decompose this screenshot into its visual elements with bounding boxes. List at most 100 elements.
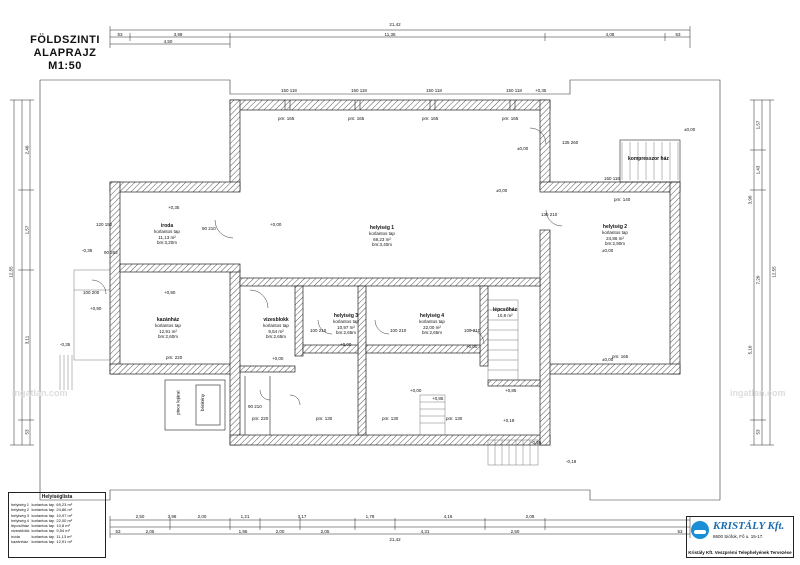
bottom-dim-r2-2: 2,05 [145, 529, 155, 534]
watermark-right: ingatlan.com [730, 388, 786, 398]
level-mark: ±0,00 [684, 127, 696, 132]
legend-area: 9,54 m² [56, 528, 70, 534]
door-mark: 100 200 [83, 290, 100, 295]
left-dimension-1: 2,40 [24, 145, 30, 155]
level-mark: +0,85 [432, 396, 444, 401]
room-height: bm:2,90m [604, 240, 626, 246]
legend-floor: korlantos tap [31, 507, 55, 513]
level-mark: +0,18 [503, 418, 515, 423]
level-mark: +0,00 [410, 388, 422, 393]
left-entry-steps [59, 269, 111, 390]
door-swings [91, 127, 563, 406]
room-area: 22,00 m² [423, 324, 441, 330]
right-overall-dimension: 12,55 [771, 266, 777, 278]
room-floor: korlantos tap [263, 323, 289, 329]
left-dimension-4: 53 [24, 429, 30, 435]
room-kazanhaz: kazánház korlantos tap 12,91 m² bm:2,60m [155, 317, 181, 339]
level-mark: ±0,00 [602, 357, 614, 362]
room-helyiseg-3: helyiség 3 korlantos tap 10,97 m² bm:2,6… [333, 313, 359, 335]
top-overall-dimension: 21,42 [389, 22, 401, 27]
legend-name: helyiség 4 [11, 517, 30, 523]
room-area: 10,8 m² [497, 313, 513, 319]
bottom-dim-r2-8: 53 [677, 529, 683, 534]
level-mark: ±0,00 [602, 248, 614, 253]
room-iroda: iroda korlantos tap 11,13 m² bm:3,20m [154, 223, 180, 245]
pm-mark: pm: 130 [382, 416, 399, 421]
door-mark: 135 260 [562, 140, 579, 145]
window-mark: 150 118 [281, 88, 297, 93]
window-mark: 150 118 [351, 88, 367, 93]
bottom-dim-r1-1: 2,50 [135, 514, 145, 519]
left-dimension-2: 1,57 [24, 225, 30, 235]
plan-title: FÖLDSZINTI ALAPRAJZ M1:50 [30, 34, 100, 73]
bottom-dim-r2-3: 1,95 [238, 529, 248, 534]
legend-floor: korlantos tap [31, 517, 55, 523]
bottom-dim-r2-6: 4,31 [420, 529, 430, 534]
legend-name: helyiség 1 [11, 502, 30, 507]
level-mark: +0,90 [164, 290, 176, 295]
right-dimension-6: 53 [755, 429, 761, 435]
company-project: Kristály Kft. Veszprémi Telephelyének Te… [688, 550, 792, 555]
legend-heading: Helyiséglista [41, 494, 73, 500]
top-dimension-3: 11,35 [384, 32, 396, 37]
plan-title-line3: M1:50 [48, 60, 82, 72]
legend-name: iroda [11, 533, 20, 539]
room-height: bm:3,40m [371, 241, 393, 247]
room-floor: korlantos tap [154, 229, 180, 235]
room-height: bm:2,65m [265, 333, 287, 339]
room-floor: korlantos tap [419, 319, 445, 325]
stairs [419, 299, 539, 466]
level-mark: ±0,00 [496, 188, 508, 193]
room-area: 10,97 m² [337, 324, 355, 330]
bottom-dim-r1-3: 2,00 [197, 514, 207, 519]
room-name: kazánház [156, 317, 180, 323]
window-mark: 150 118 [506, 88, 522, 93]
door-mark: 100 210 [310, 328, 327, 333]
left-dimension-3: 3,11 [24, 335, 30, 345]
compressor-block [619, 139, 681, 183]
room-area: 69,23 m² [373, 236, 391, 242]
pince-area [164, 376, 271, 435]
door-mark: 120 152 [96, 222, 113, 227]
company-logo-icon [691, 521, 709, 539]
door-mark: 100 210 [464, 328, 481, 333]
room-floor: korlantos tap [602, 230, 628, 236]
legend-floor: korlantos tap [31, 539, 55, 545]
level-mark: -0,35 [82, 248, 93, 253]
door-mark: 90 210 [248, 404, 262, 409]
room-helyiseg-4: helyiség 4 korlantos tap 22,00 m² bm:2,6… [419, 313, 445, 335]
pm-mark: pm: 165 [278, 116, 295, 121]
level-mark: +0,90 [90, 306, 102, 311]
room-floor: korlantos tap [369, 231, 395, 237]
company-title-block: KRISTÁLY Kft. 8600 Siófok, Fő u. 15-17. … [686, 516, 794, 558]
bottom-dim-r2-1: 53 [115, 529, 121, 534]
compressor-label: kompresszor ház [628, 156, 669, 162]
bottom-dim-r1-8: 2,08 [525, 514, 535, 519]
room-area: 24,86 m² [606, 235, 624, 241]
pm-mark: pm: 130 [316, 416, 333, 421]
room-name: iroda [160, 223, 174, 229]
room-height: bm:2,65m [335, 329, 357, 335]
level-mark: -0,55 [531, 440, 542, 445]
pm-mark: pm: 220 [252, 416, 269, 421]
level-mark: +0,00 [272, 356, 284, 361]
window-mark: 150 118 [604, 176, 620, 181]
bottom-overall-dimension: 21,42 [389, 537, 401, 542]
level-mark: -0,35 [60, 342, 71, 347]
room-area: 11,13 m² [158, 234, 176, 240]
room-vizesblokk: vizesblokk korlantos tap 9,54 m² bm:2,65… [263, 317, 289, 339]
room-height: bm:2,60m [157, 333, 179, 339]
watermark-left: ingatlan.com [12, 388, 68, 398]
level-mark: +0,85 [505, 388, 517, 393]
legend-floor: korlantos tap [31, 533, 55, 539]
right-dimension-1: 1,57 [755, 120, 761, 130]
bedroom-label: bénkény [200, 393, 206, 412]
pm-mark: pm: 130 [446, 416, 463, 421]
legend-area: 24,86 m² [56, 507, 73, 513]
bottom-dimension-lines [109, 516, 691, 538]
room-height: bm:3,20m [156, 239, 178, 245]
